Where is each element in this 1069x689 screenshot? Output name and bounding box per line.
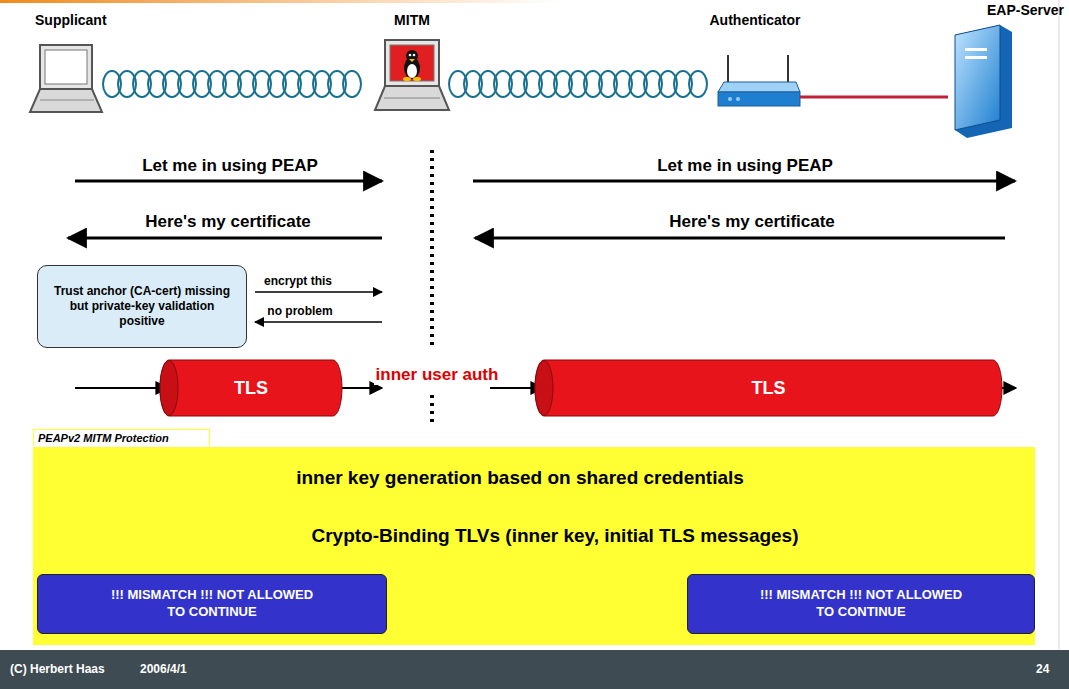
footer-text: 2006/4/1 <box>140 662 187 676</box>
device-label: Authenticator <box>710 12 801 28</box>
server-icon <box>955 25 1012 138</box>
message-label: encrypt this <box>264 274 332 288</box>
attacker-laptop-icon <box>375 40 449 110</box>
footer-text: 24 <box>1036 662 1049 676</box>
message-arrow <box>475 237 1005 240</box>
message-arrow <box>75 180 382 183</box>
tunnel-arrow <box>75 387 168 389</box>
node-text: !!! MISMATCH !!! NOT ALLOWED TO CONTINUE <box>755 587 967 621</box>
radio-link <box>103 71 707 97</box>
message-arrow <box>473 180 1015 183</box>
band-arrow-label: inner key generation based on shared cre… <box>296 467 744 489</box>
message-label: Let me in using PEAP <box>142 156 318 176</box>
trust-anchor-box: Trust anchor (CA-cert) missing but priva… <box>37 265 247 348</box>
band-arrow-label: Crypto-Binding TLVs (inner key, initial … <box>311 525 798 547</box>
tls-tunnel: TLS <box>160 360 342 416</box>
divider-line <box>430 395 434 422</box>
tunnel-arrow <box>340 387 382 389</box>
message-label: Here's my certificate <box>145 212 311 232</box>
message-label: Let me in using PEAP <box>657 156 833 176</box>
coil-loop <box>343 71 361 97</box>
message-label: Here's my certificate <box>669 212 835 232</box>
device-label: EAP-Server <box>987 2 1064 18</box>
message-arrow <box>255 291 382 293</box>
device-label: MITM <box>394 12 430 28</box>
mismatch-box: !!! MISMATCH !!! NOT ALLOWED TO CONTINUE <box>37 574 387 634</box>
message-label: no problem <box>267 304 332 318</box>
laptop-icon <box>30 45 102 112</box>
footer-bar: (C) Herbert Haas 2006/4/1 24 <box>0 650 1069 689</box>
message-arrow <box>255 321 382 323</box>
tunnel-label: inner user auth <box>374 365 501 385</box>
slide-border <box>1059 0 1060 650</box>
footer-text: (C) Herbert Haas <box>10 662 105 676</box>
tls-tunnel: TLS <box>535 360 1002 416</box>
message-arrow <box>68 237 382 240</box>
divider-line <box>430 150 434 350</box>
wired-link <box>800 96 948 99</box>
access-point-icon <box>718 55 800 106</box>
coil-loop <box>689 71 707 97</box>
node-text: TLS <box>752 378 786 399</box>
mismatch-box: !!! MISMATCH !!! NOT ALLOWED TO CONTINUE <box>687 574 1035 634</box>
node-text: !!! MISMATCH !!! NOT ALLOWED TO CONTINUE <box>106 587 318 621</box>
top-rule <box>0 0 560 3</box>
band-title: PEAPv2 MITM Protection <box>33 429 210 446</box>
node-text: TLS <box>234 378 268 399</box>
node-text: Trust anchor (CA-cert) missing but priva… <box>46 284 238 329</box>
device-label: Supplicant <box>35 12 107 28</box>
